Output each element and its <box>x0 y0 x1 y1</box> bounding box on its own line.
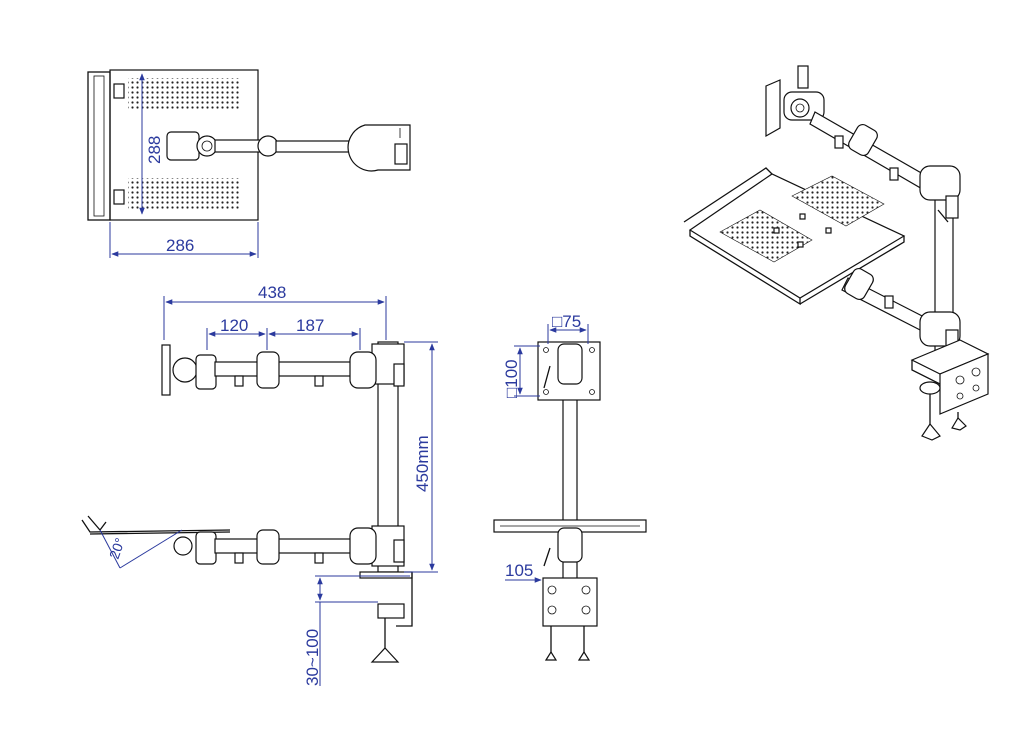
dim-tray-angle: 20° <box>106 536 128 561</box>
side-clamp <box>359 571 413 579</box>
dim-vesa-w: □75 <box>552 312 581 331</box>
perforated-area-top <box>128 78 240 110</box>
dim-top-width: 286 <box>166 236 194 255</box>
side-tray <box>81 519 231 533</box>
front-view: □75 □100 105 <box>493 312 647 661</box>
dim-arm-total: 438 <box>258 283 286 302</box>
iso-perf-area-1 <box>719 209 813 263</box>
side-monitor-plate <box>161 344 171 396</box>
dim-top-height: 288 <box>145 136 164 164</box>
front-clamp <box>542 577 598 627</box>
isometric-view <box>683 65 990 441</box>
dim-arm-seg1: 120 <box>220 316 248 335</box>
tray-lip <box>87 71 111 221</box>
perforated-area-bottom <box>128 178 240 210</box>
dim-clamp-range: 30~100 <box>303 629 322 686</box>
dim-base-width: 105 <box>505 561 533 580</box>
top-view: 288 286 <box>87 69 411 258</box>
side-upper-arm <box>214 361 366 377</box>
dim-vesa-h: □100 <box>502 359 521 398</box>
side-lower-arm <box>214 538 366 554</box>
iso-vesa-bracket <box>765 79 781 138</box>
top-arm-segment-2 <box>275 140 361 153</box>
side-view: 438 120 187 450mm 20° 30~100 <box>81 283 438 686</box>
dim-arm-seg2: 187 <box>296 316 324 335</box>
dim-pole-height: 450mm <box>413 435 432 492</box>
iso-perf-area-2 <box>791 175 885 227</box>
tray-hub <box>166 131 200 161</box>
